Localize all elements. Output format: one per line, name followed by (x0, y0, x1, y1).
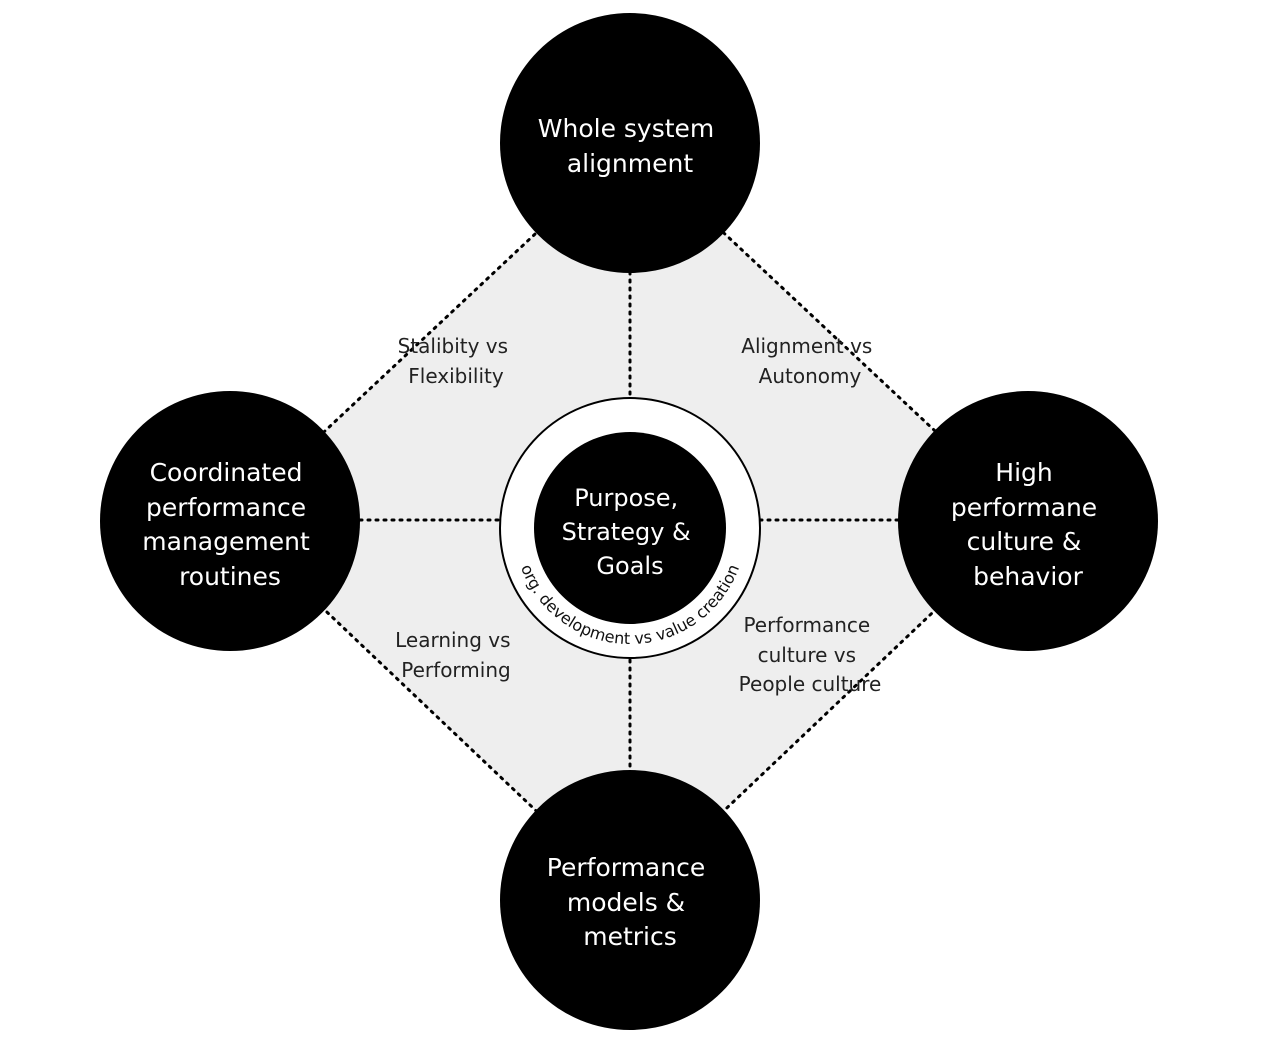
node-left-circle (100, 391, 360, 651)
center-label: Purpose, Strategy & Goals (562, 484, 699, 580)
node-top-label: Whole system alignment (538, 114, 722, 178)
tension-bottom-right: Performance culture vs People culture (739, 613, 882, 696)
node-right-label: High performane culture & behavior (951, 458, 1105, 591)
node-top-circle (500, 13, 760, 273)
node-left-label: Coordinated performance management routi… (142, 458, 317, 591)
tension-top-left: Stalibity vs Flexibility (398, 334, 515, 388)
tension-top-right: Alignment vs Autonomy (741, 334, 878, 388)
node-right-circle (898, 391, 1158, 651)
center-circle (534, 432, 726, 624)
node-bottom-circle (500, 770, 760, 1030)
node-bottom-label: Performance models & metrics (547, 853, 713, 951)
tension-bottom-left: Learning vs Performing (395, 628, 517, 682)
